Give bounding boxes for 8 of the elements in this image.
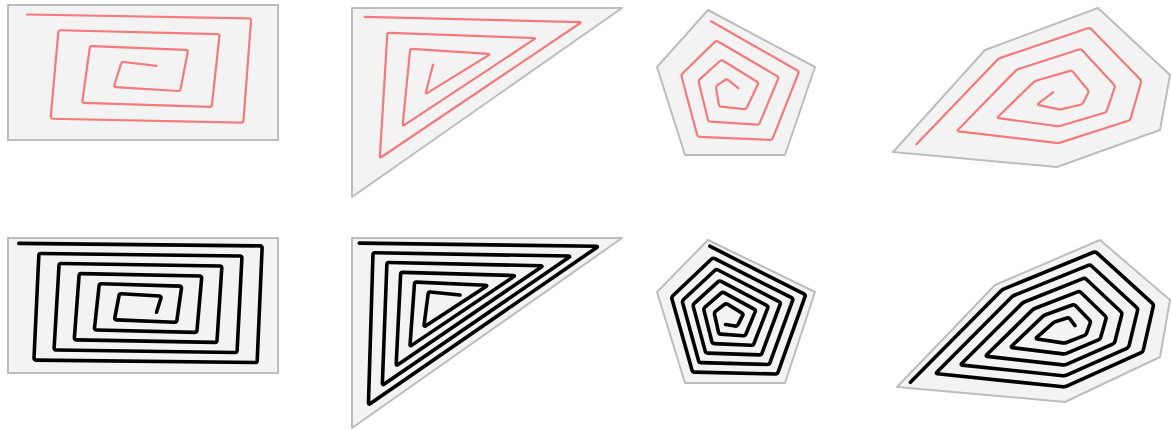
spiral-drawing (656, 239, 816, 384)
spiral-drawing (351, 7, 623, 198)
spiral-drawing (892, 7, 1171, 168)
spiral-drawing (351, 237, 623, 429)
spiral-drawing (896, 239, 1171, 403)
spiral-drawing (7, 237, 279, 374)
spiral-drawing (656, 9, 816, 156)
spiral-drawing (7, 4, 279, 141)
